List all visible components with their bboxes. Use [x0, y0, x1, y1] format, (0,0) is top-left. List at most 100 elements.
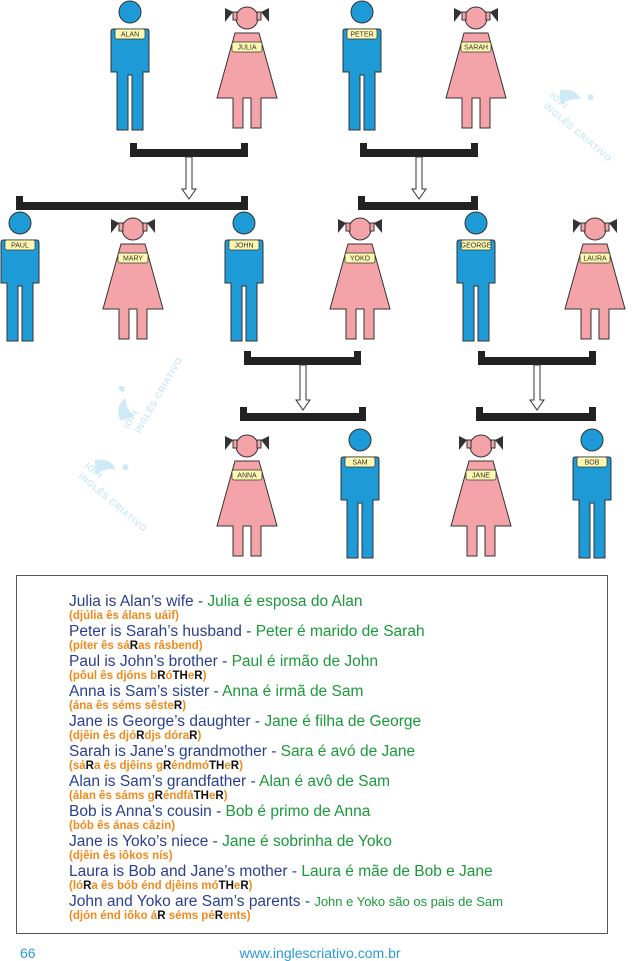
person-sam: SAM	[340, 428, 380, 559]
sentence-line: Paul is John’s brother - Paul é irmão de…	[69, 653, 607, 670]
english-sentence: Jane is Yoko’s niece	[69, 833, 209, 850]
connector-end	[359, 407, 366, 421]
down-arrow-icon	[181, 156, 197, 200]
watermark-tagline: INGLÊS CRIATIVO	[542, 100, 615, 164]
english-sentence: Julia is Alan’s wife	[69, 593, 194, 610]
connector-end	[130, 143, 137, 157]
pronunciation-line: (lóRa ês bób énd djêins móTHeR)	[69, 880, 253, 892]
connector-end	[589, 407, 596, 421]
website: www.inglescriativo.com.br	[239, 945, 401, 961]
male-figure-icon	[572, 428, 612, 559]
pronunciation-emphasis: R	[154, 790, 163, 802]
pronunciation-emphasis: R	[214, 910, 224, 922]
pronunciation-text: ó	[165, 670, 173, 682]
name-badge	[114, 28, 146, 40]
person-peter: PETER	[342, 0, 382, 131]
pronunciation-line: (djêin ês iôkos nís)	[69, 850, 173, 862]
separator: -	[211, 803, 226, 820]
pronunciation-emphasis: TH	[209, 760, 225, 772]
pronunciation-line: (djón énd iôko áR séms péRents)	[69, 910, 251, 922]
pronunciation-line: (ána ês séms sêsteR)	[69, 700, 187, 712]
person-alan: ALAN	[110, 0, 150, 131]
pronunciation-text: a ês bób énd djêins mó	[91, 880, 219, 892]
female-figure-icon	[329, 217, 391, 340]
pronunciation-text: bób ês ánas câzin	[72, 820, 172, 832]
connector-bar	[16, 202, 248, 210]
portuguese-translation: John e Yoko são os pais de Sam	[314, 894, 503, 909]
phrase-box: Julia is Alan’s wife - Julia é esposa do…	[16, 575, 608, 934]
down-arrow-icon	[411, 156, 427, 200]
pronunciation-emphasis: TH	[218, 880, 234, 892]
person-bob: BOB	[572, 428, 612, 559]
name-label: SAM	[352, 460, 367, 467]
page-number: 66	[20, 945, 36, 961]
person-paul: PAUL	[0, 211, 40, 342]
pronunciation-text: e	[187, 670, 195, 682]
english-sentence: Paul is John’s brother	[69, 653, 218, 670]
person-george: GEORGE	[456, 211, 496, 342]
connector-bar	[130, 149, 248, 157]
connector-bar	[478, 357, 596, 365]
connector-end	[240, 407, 247, 421]
english-sentence: Laura is Bob and Jane’s mother	[69, 863, 288, 880]
female-figure-icon	[102, 217, 164, 340]
name-badge	[4, 239, 36, 251]
name-badge	[117, 252, 149, 264]
name-badge	[231, 469, 263, 481]
separator: -	[193, 593, 208, 610]
pronunciation-emphasis: TH	[172, 670, 188, 682]
separator: -	[250, 713, 265, 730]
separator: -	[287, 863, 302, 880]
separator: -	[266, 743, 281, 760]
connector-end	[244, 351, 251, 365]
connector-bar	[476, 413, 596, 421]
connector-bar	[244, 357, 361, 365]
person-laura: LAURA	[564, 217, 626, 340]
person-anna: ANNA	[216, 434, 278, 557]
portuguese-translation: Jane é sobrinha de Yoko	[222, 833, 392, 850]
person-john: JOHN	[224, 211, 264, 342]
pronunciation-text: as râsbend	[138, 640, 199, 652]
name-badge	[576, 456, 608, 468]
sentence-line: Jane is George’s daughter - Jane é filha…	[69, 713, 607, 730]
english-sentence: Bob is Anna’s cousin	[69, 803, 212, 820]
english-sentence: John and Yoko are Sam’s parents	[69, 893, 301, 910]
name-badge	[228, 239, 260, 251]
sentence-line: John and Yoko are Sam’s parents - John e…	[69, 893, 607, 910]
name-label: ALAN	[121, 32, 139, 39]
portuguese-translation: Anna é irmã de Sam	[222, 683, 364, 700]
pronunciation-text: ána ês séms sêste	[72, 700, 174, 712]
male-figure-icon	[0, 211, 40, 342]
female-figure-icon	[450, 434, 512, 557]
female-figure-icon	[216, 434, 278, 557]
pronunciation-text: djs dóra	[144, 730, 190, 742]
connector-end	[358, 196, 365, 210]
connector-end	[241, 143, 248, 157]
sentence-line: Jane is Yoko’s niece - Jane é sobrinha d…	[69, 833, 607, 850]
sentence-line: Anna is Sam’s sister - Anna é irmã de Sa…	[69, 683, 607, 700]
female-figure-icon	[445, 6, 507, 129]
sentence-line: Bob is Anna’s cousin - Bob é primo de An…	[69, 803, 607, 820]
pronunciation-line: (píter ês sáRas râsbend)	[69, 640, 203, 652]
name-label: BOB	[585, 460, 600, 467]
english-sentence: Peter is Sarah’s husband	[69, 623, 242, 640]
name-label: JANE	[472, 473, 490, 480]
pronunciation-line: (bób ês ánas câzin)	[69, 820, 176, 832]
sentence-line: Julia is Alan’s wife - Julia é esposa do…	[69, 593, 607, 610]
name-badge	[344, 456, 376, 468]
person-yoko: YOKO	[329, 217, 391, 340]
pronunciation-text: djêin ês iôkos nís	[72, 850, 169, 862]
name-label: PETER	[350, 32, 373, 39]
english-sentence: Anna is Sam’s sister	[69, 683, 210, 700]
pronunciation-text: ents	[223, 910, 247, 922]
pronunciation-emphasis: R	[162, 760, 172, 772]
name-badge	[344, 252, 376, 264]
portuguese-translation: Alan é avô de Sam	[259, 773, 391, 790]
person-julia: JULIA	[216, 6, 278, 129]
male-figure-icon	[456, 211, 496, 342]
pronunciation-emphasis: R	[240, 880, 249, 892]
name-label: SARAH	[464, 45, 488, 52]
english-sentence: Jane is George’s daughter	[69, 713, 251, 730]
name-badge	[460, 239, 492, 251]
